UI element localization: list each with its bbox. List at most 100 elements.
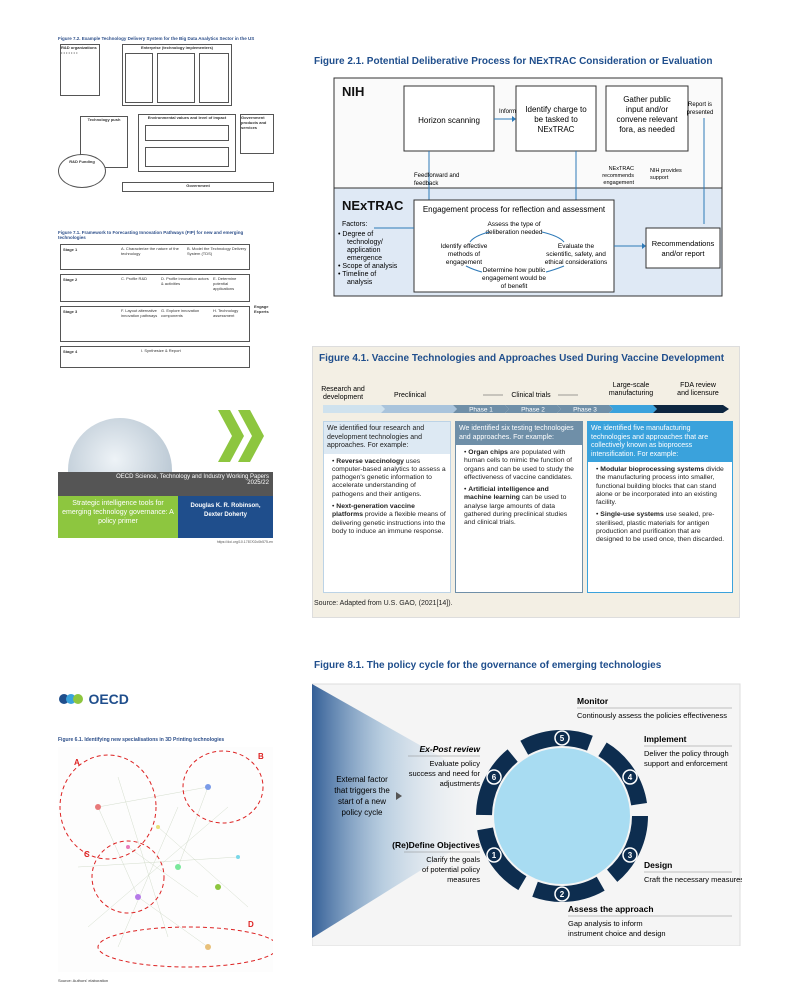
- oecd-logo-text: OECD: [88, 690, 129, 707]
- timeline-seg-rd: [323, 405, 385, 413]
- recommendations-2: and/or report: [662, 249, 706, 258]
- fig72-env-inner2: [145, 147, 229, 167]
- stage-manufacturing-2: manufacturing: [609, 390, 653, 397]
- recommendations-1: Recommendations: [652, 239, 715, 248]
- timeline-seg-fda: [653, 405, 729, 413]
- col-testing: We identified six testing technologies a…: [455, 421, 583, 593]
- factors-title: Factors:: [342, 221, 367, 228]
- step-4-desc-2: support and enforcement: [644, 759, 728, 768]
- step-1-number: 1: [492, 851, 497, 860]
- step-1-desc-1: Clarify the goals: [426, 855, 480, 864]
- factor-1-line3: application: [347, 247, 381, 254]
- cluster-a: [59, 754, 157, 860]
- phase-3-label: Phase 3: [573, 407, 597, 414]
- chevron-icon-2: [238, 410, 264, 462]
- stage-fda-1: FDA review: [680, 382, 717, 389]
- col-testing-item-1-text: are populated with human cells to mimic …: [464, 449, 574, 481]
- step-3-title: Design: [644, 860, 672, 870]
- fig71-stage4: Stage 4 I. Synthesize & Report: [60, 346, 250, 368]
- fig71-phase-h: H. Technology assessment: [213, 308, 239, 318]
- fig72-path-label: Technology push: [87, 117, 121, 122]
- step-5-title: Monitor: [577, 696, 609, 706]
- step-4-desc-1: Deliver the policy through: [644, 749, 729, 758]
- identify-methods-1: Identify effective: [441, 243, 488, 250]
- cluster-b-label: B: [258, 752, 264, 761]
- col-testing-head: We identified six testing technologies a…: [456, 422, 582, 445]
- fig72-enterprise-label: Enterprise (technology implementers): [140, 45, 213, 50]
- globe-icon: [68, 418, 172, 472]
- col-rd: We identified four research and developm…: [323, 421, 451, 593]
- fig71-stage3-label: Stage 3: [63, 309, 78, 314]
- cover-title-band: Strategic intelligence tools for emergin…: [58, 496, 178, 538]
- step-6-desc-3: adjustments: [440, 779, 481, 788]
- step-3-number: 3: [628, 851, 633, 860]
- figure-8-1-title: Figure 8.1. The policy cycle for the gov…: [314, 660, 662, 671]
- factor-1-line2: technology/: [347, 239, 383, 246]
- cover-series: OECD Science, Technology and Industry Wo…: [116, 474, 269, 480]
- fig71-phase-c: C. Profile R&D: [121, 276, 148, 281]
- cluster-c-label: C: [84, 850, 90, 859]
- cover-author-band: Douglas K. R. Robinson, Dexter Doherty: [178, 496, 273, 538]
- external-3: start of a new: [338, 797, 386, 806]
- evaluate-2: scientific, safety, and: [546, 251, 606, 258]
- report-presented-2: presented: [687, 110, 714, 116]
- figure-6-1-title: Figure 6.1. Identifying new specialisati…: [58, 737, 225, 743]
- step-6-number: 6: [492, 773, 497, 782]
- cover-number: 2025/22: [247, 480, 269, 486]
- evaluate-3: ethical considerations: [545, 259, 608, 266]
- step-2-desc-1: Gap analysis to inform: [568, 919, 643, 928]
- step-6-desc-1: Evaluate policy: [430, 759, 481, 768]
- report-presented-1: Report is: [688, 102, 712, 108]
- fig72-gov-bottom-label: Government: [186, 183, 210, 188]
- fig71-phase-e: E. Determine potential applications: [213, 276, 237, 291]
- fig72-govt-box: Government products and services: [240, 114, 274, 154]
- gather-line3: convene relevant: [617, 115, 679, 124]
- step-1-desc-3: measures: [447, 875, 480, 884]
- step-2-desc-2: instrument choice and design: [568, 929, 666, 938]
- col-rd-item-1-bold: Reverse vaccinology: [336, 457, 404, 465]
- figure-2-1-title: Figure 2.1. Potential Deliberative Proce…: [314, 56, 713, 67]
- engagement-box: [413, 199, 615, 293]
- fig71-phase-b: B. Model the Technology Delivery System …: [187, 246, 247, 256]
- fig71-stage1: Stage 1 A. Characterize the nature of th…: [60, 244, 250, 270]
- figure-8-1: External factor that triggers the start …: [312, 683, 742, 946]
- oecd-logo-icon: [59, 693, 83, 704]
- fig72-rd-box: R&D organizations • • • • • • •: [60, 44, 100, 96]
- cluster-b: [182, 750, 264, 824]
- timeline: Research and development Preclinical Cli…: [321, 382, 729, 414]
- assess-1: Assess the type of: [487, 221, 540, 228]
- fig72-sub1: [125, 53, 153, 103]
- step-3-marker: [622, 847, 638, 863]
- step-2-marker: [554, 886, 570, 902]
- identify-methods-2: methods of: [448, 251, 480, 258]
- col-manufacturing-item-1-text: divide the manufacturing process into sm…: [596, 466, 724, 507]
- recommendations-box: [645, 227, 721, 269]
- col-testing-item-1-bold: Organ chips: [468, 449, 508, 456]
- step-1-title: (Re)Define Objectives: [392, 840, 480, 850]
- fig71-stage2-label: Stage 2: [63, 277, 78, 282]
- col-testing-item-1: • Organ chips are populated with human c…: [464, 449, 574, 481]
- fig71-phase-i: I. Synthesize & Report: [141, 348, 181, 353]
- nextrac-label: NExTRAC: [342, 198, 404, 213]
- fig71-phase-g: G. Explore innovation components: [161, 308, 200, 318]
- fig72-env-label: Environmental values and level of impact: [147, 115, 227, 120]
- phase-2-label: Phase 2: [521, 407, 545, 414]
- col-manufacturing-head: We identified five manufacturing technol…: [588, 422, 732, 462]
- engagement-label: Engagement process for reflection and as…: [423, 205, 606, 214]
- step-5-desc: Continously assess the policies effectiv…: [577, 711, 727, 720]
- fig72-env-inner: [145, 125, 229, 141]
- step-3-desc: Craft the necessary measures: [644, 875, 742, 884]
- col-testing-item-2-text: can be used to analyse large amounts of …: [464, 494, 568, 527]
- figure-7-2-title: Figure 7.2. Example Technology Delivery …: [58, 36, 255, 41]
- oecd-logo: OECD: [58, 690, 129, 710]
- figure-6-1-note: Source: Authors' elaboration: [58, 978, 109, 983]
- nih-support-2: support: [650, 175, 669, 181]
- timeline-seg-phase2: [505, 405, 561, 413]
- working-paper-cover: OECD Science, Technology and Industry Wo…: [58, 400, 273, 550]
- fig71-stage4-label: Stage 4: [63, 349, 78, 354]
- stage-clinical: Clinical trials: [511, 392, 551, 399]
- identify-charge-line1: Identify charge to: [525, 105, 587, 114]
- gather-box: [605, 85, 689, 152]
- figure-6-1-network: A B C D: [58, 747, 273, 972]
- phase-1-label: Phase 1: [469, 407, 493, 414]
